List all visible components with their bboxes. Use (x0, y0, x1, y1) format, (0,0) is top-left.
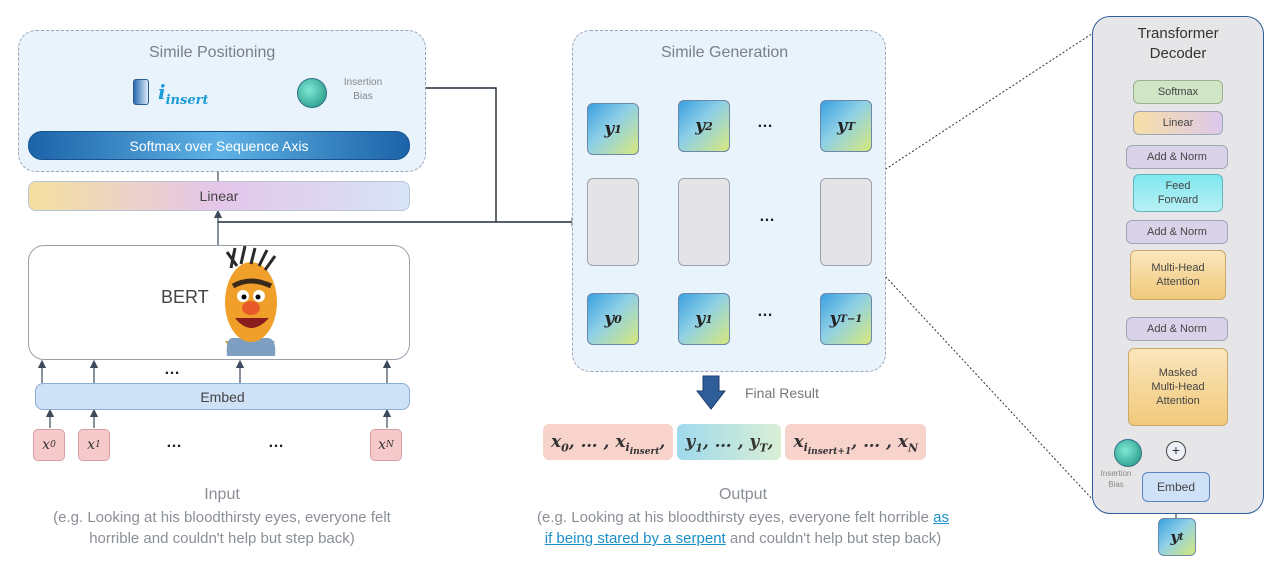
middle-dots: … (759, 208, 776, 225)
output-caption: Output (e.g. Looking at his bloodthirsty… (537, 486, 949, 547)
decoder-cell-2 (678, 178, 730, 266)
simile-link-as[interactable]: as (933, 509, 949, 526)
bert-label: BERT (161, 287, 209, 307)
result-segment-context-start: x0, … , xiinsert, (543, 424, 674, 460)
insertion-bias-circle (297, 78, 327, 108)
insertion-bias-label: Insertion Bias (343, 77, 383, 102)
decoder-cell-T (820, 178, 872, 266)
linear-layer: Linear (28, 181, 410, 211)
insert-position-vector (133, 79, 149, 105)
result-segment-context-end: xiinsert+1, … , xN (785, 424, 927, 460)
input-dots-1: … (166, 434, 183, 451)
down-arrow-icon (696, 375, 726, 410)
input-dots-2: … (268, 434, 285, 451)
top-dots: … (757, 114, 774, 131)
decoder-linear: Linear (1133, 111, 1223, 135)
bert-box (28, 245, 410, 360)
bert-character-image (225, 246, 277, 356)
final-result-label: Final Result (745, 385, 819, 401)
bert-dots: … (164, 361, 181, 378)
decoder-feed-forward: Feed Forward (1133, 174, 1223, 212)
add-operator-icon: + (1166, 441, 1186, 461)
decoder-masked-multi-head-attention: Masked Multi-Head Attention (1128, 348, 1228, 426)
bottom-dots: … (757, 303, 774, 320)
decoder-insertion-bias-circle (1114, 439, 1142, 467)
result-segment-simile: y1, … , yT, (677, 424, 782, 460)
decoder-insertion-bias-label: Insertion Bias (1100, 469, 1132, 489)
embed-layer: Embed (35, 383, 410, 410)
decoder-cell-1 (587, 178, 639, 266)
softmax-sequence-bar: Softmax over Sequence Axis (28, 131, 410, 160)
decoder-add-norm-2: Add & Norm (1126, 220, 1228, 244)
result-sequence: x0, … , xiinsert, y1, … , yT, xiinsert+1… (543, 424, 927, 460)
decoder-title: Transformer Decoder (1137, 25, 1219, 62)
decoder-add-norm-3: Add & Norm (1126, 145, 1228, 169)
decoder-add-norm-1: Add & Norm (1126, 317, 1228, 341)
simile-generation-title: Simile Generation (661, 44, 789, 61)
simile-positioning-title: Simile Positioning (149, 44, 276, 61)
decoder-embed: Embed (1142, 472, 1210, 502)
i-insert-label: iinsert (158, 80, 209, 108)
simile-link-serpent[interactable]: if being stared by a serpent (544, 530, 726, 547)
decoder-multi-head-attention: Multi-Head Attention (1130, 250, 1226, 300)
decoder-softmax: Softmax (1133, 80, 1223, 104)
input-caption: Input (e.g. Looking at his bloodthirsty … (53, 486, 391, 547)
